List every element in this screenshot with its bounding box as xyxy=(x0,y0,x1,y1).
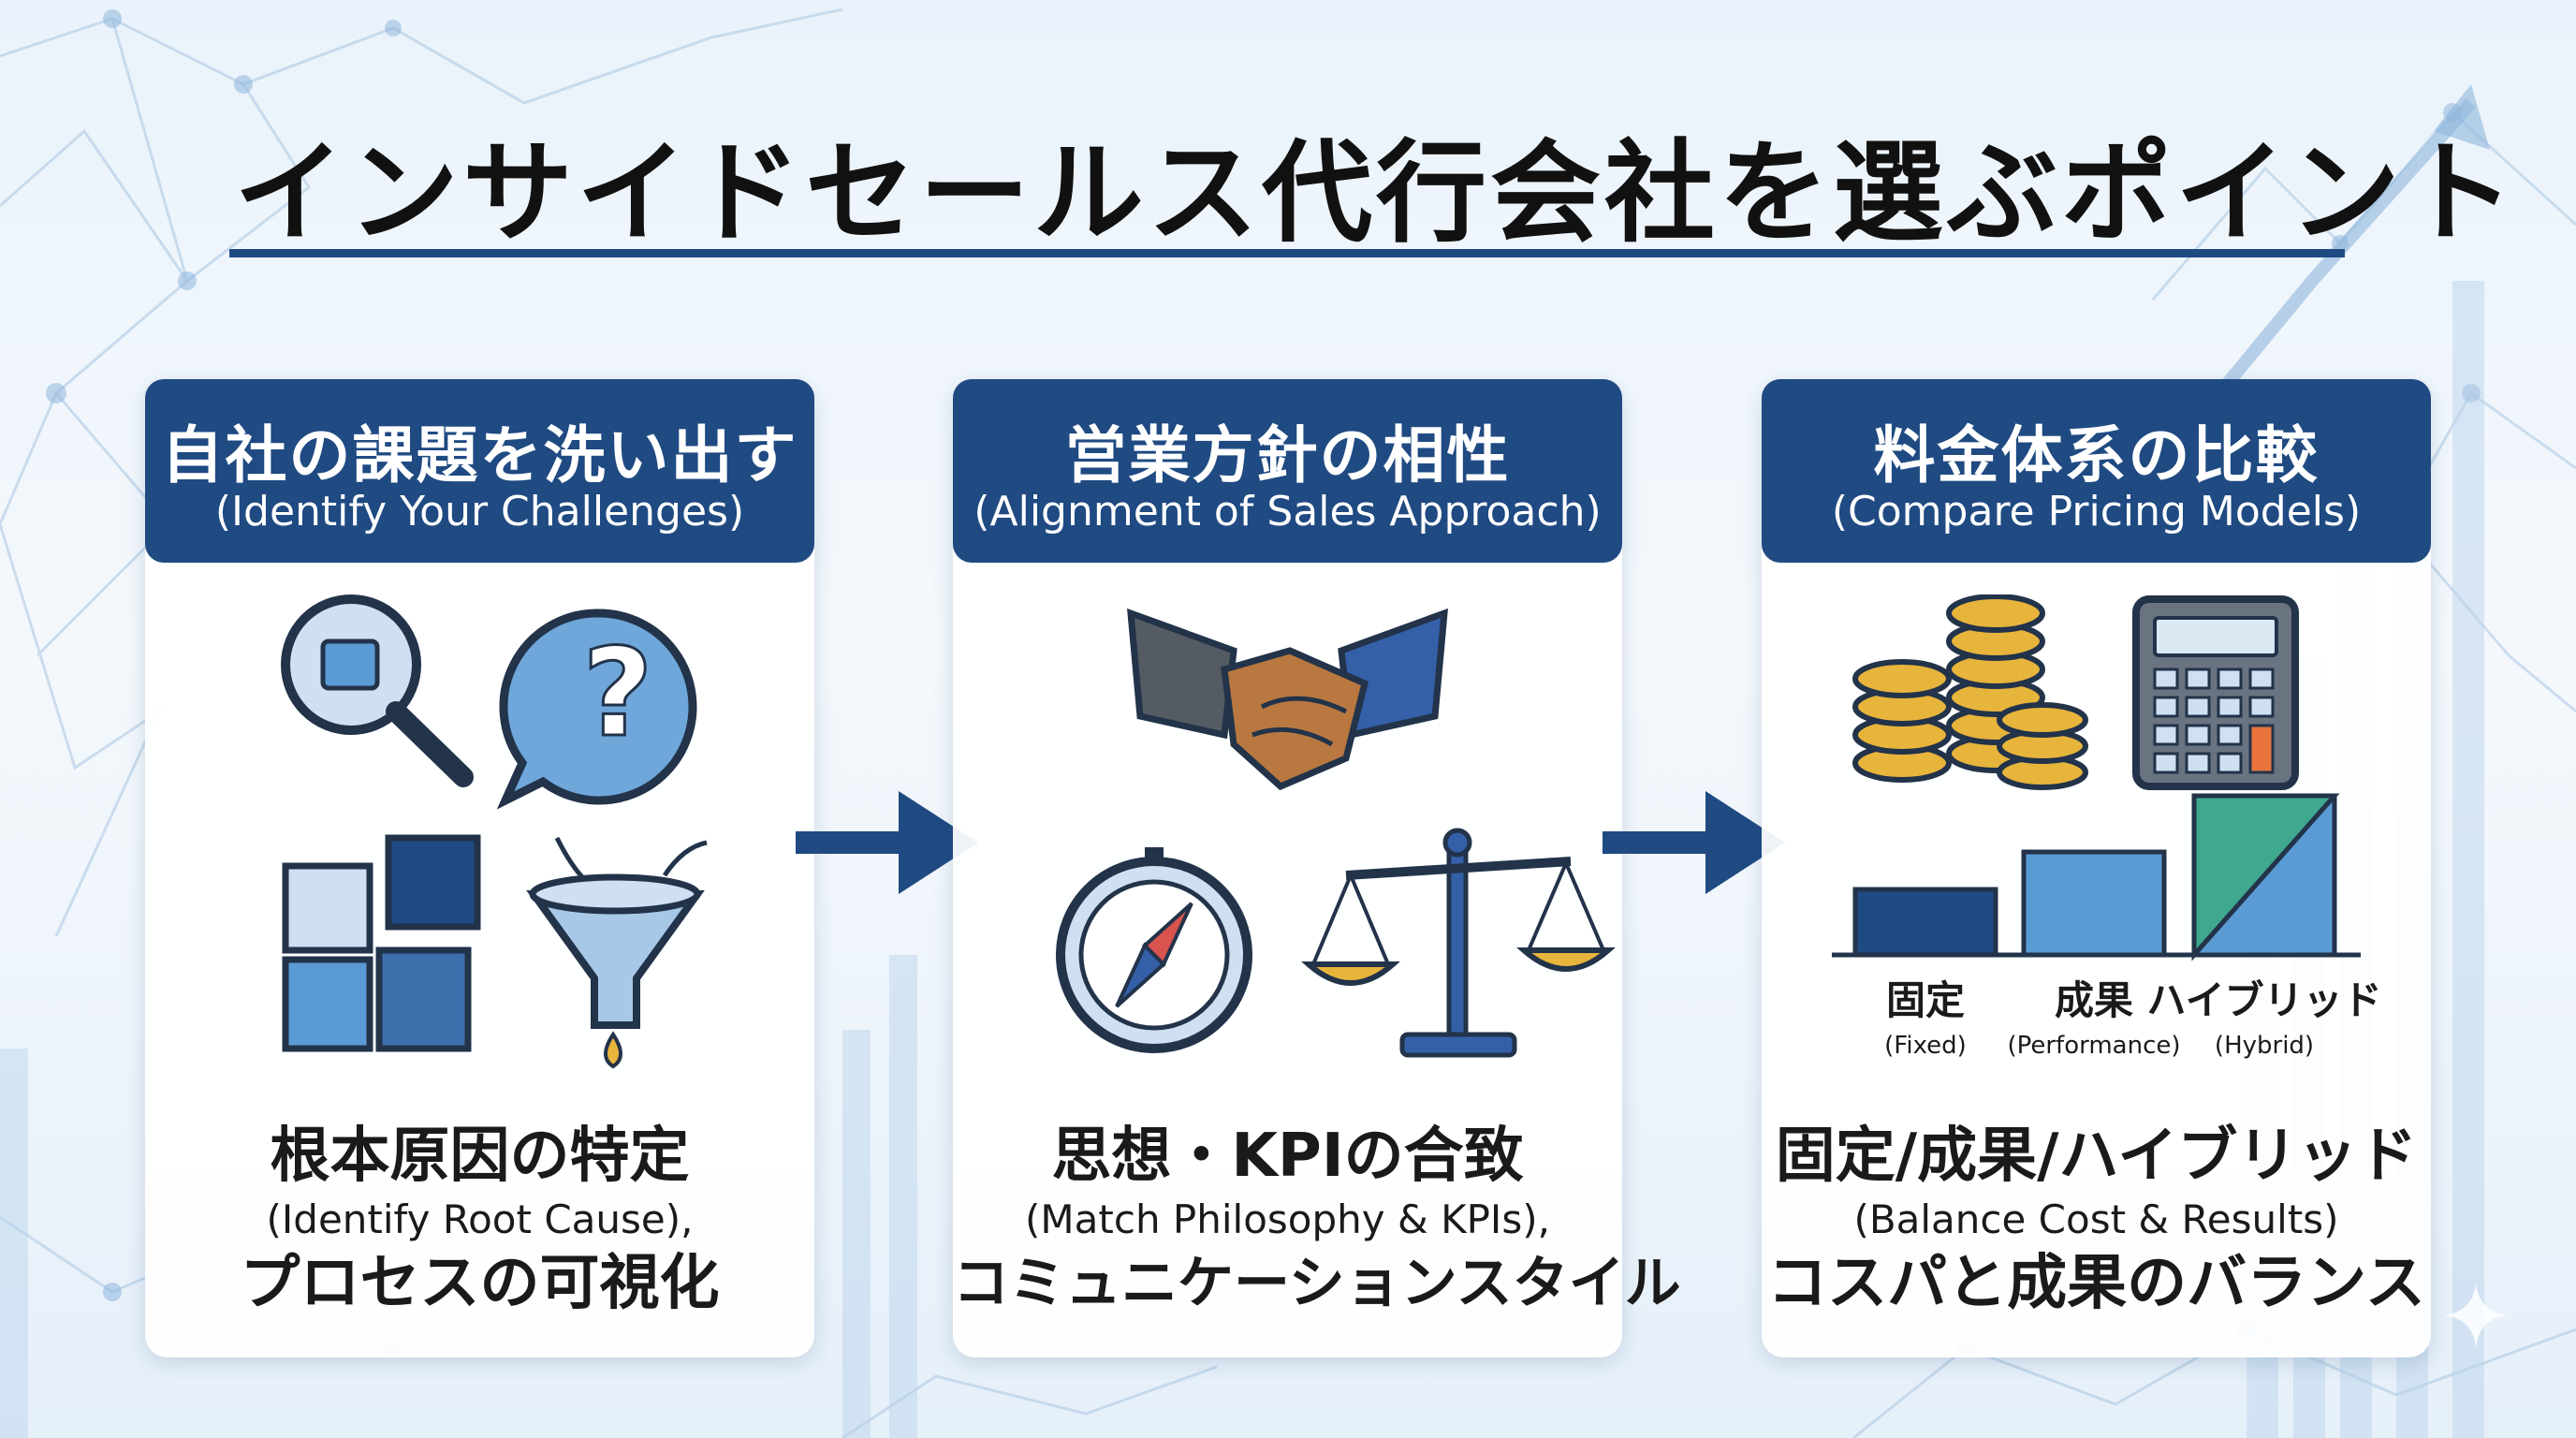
right-arrow-icon xyxy=(1603,791,1785,894)
bar-sub-fixed: (Fixed) xyxy=(1884,1032,1967,1060)
footer-sub: コミュニケーションスタイル xyxy=(953,1251,1681,1316)
footer-sub: プロセスの可視化 xyxy=(240,1249,720,1318)
card-icons xyxy=(1056,608,1616,1058)
footer-en: (Balance Cost & Results) xyxy=(1853,1196,2339,1242)
pricing-labels: 固定 成果 ハイブリッド (Fixed) (Performance) (Hybr… xyxy=(1884,977,2381,1060)
funnel-icon xyxy=(526,836,708,1069)
question-bubble-icon: ? xyxy=(496,609,697,810)
svg-text:?: ? xyxy=(582,622,652,764)
card-heading-en: (Compare Pricing Models) xyxy=(1831,488,2362,536)
card-heading: 料金体系の比較 xyxy=(1873,419,2320,492)
card-footer: 思想・KPIの合致 (Match Philosophy & KPIs), コミュ… xyxy=(953,1119,1681,1321)
bar-label-hybrid: ハイブリッド xyxy=(2146,977,2381,1023)
card-heading-en: (Identify Your Challenges) xyxy=(214,488,745,536)
card-footer: 根本原因の特定 (Identify Root Cause), プロセスの可視化 xyxy=(145,1119,814,1321)
footer-main: 思想・KPIの合致 xyxy=(1051,1122,1524,1191)
footer-main: 根本原因の特定 xyxy=(270,1122,690,1191)
card-footer: 固定/成果/ハイブリッド (Balance Cost & Results) コス… xyxy=(1762,1119,2431,1321)
footer-main: 固定/成果/ハイブリッド xyxy=(1775,1122,2418,1191)
magnifier-puzzle-icon xyxy=(281,594,474,787)
calculator-icon xyxy=(2132,595,2299,790)
pricing-bars xyxy=(1832,793,2361,961)
card-heading: 自社の課題を洗い出す xyxy=(161,419,798,492)
bar-label-fixed: 固定 xyxy=(1886,977,1965,1023)
balance-scale-icon xyxy=(1301,828,1616,1058)
title-underline xyxy=(229,249,2345,257)
card-heading: 営業方針の相性 xyxy=(1064,419,1511,492)
card-heading-en: (Alignment of Sales Approach) xyxy=(973,488,1602,536)
card-pricing-comparison: 料金体系の比較 (Compare Pricing Models) xyxy=(1762,379,2431,1357)
footer-en: (Identify Root Cause), xyxy=(266,1196,694,1242)
coins-icon xyxy=(1852,594,2088,790)
card-icons: ? xyxy=(281,594,708,1069)
card-header: 自社の課題を洗い出す (Identify Your Challenges) xyxy=(145,379,814,563)
card-sales-alignment: 営業方針の相性 (Alignment of Sales Approach) xyxy=(953,379,1681,1357)
footer-sub: コスパと成果のバランス xyxy=(1767,1249,2425,1318)
card-header: 料金体系の比較 (Compare Pricing Models) xyxy=(1762,379,2431,563)
sparkle-icon xyxy=(2443,1283,2509,1348)
card-icons: 固定 成果 ハイブリッド (Fixed) (Performance) (Hybr… xyxy=(1832,594,2382,1060)
puzzle-pieces-icon xyxy=(282,834,481,1052)
card-header: 営業方針の相性 (Alignment of Sales Approach) xyxy=(953,379,1622,563)
page-title: インサイドセールス代行会社を選ぶポイント xyxy=(234,128,2519,257)
bar-sub-hybrid: (Hybrid) xyxy=(2215,1032,2314,1060)
compass-icon xyxy=(1056,847,1252,1053)
bar-sub-performance: (Performance) xyxy=(2007,1032,2180,1060)
footer-en: (Match Philosophy & KPIs), xyxy=(1025,1196,1550,1242)
handshake-icon xyxy=(1127,608,1448,791)
bar-label-performance: 成果 xyxy=(2055,977,2133,1023)
card-identify-challenges: 自社の課題を洗い出す (Identify Your Challenges) ? … xyxy=(145,379,814,1357)
right-arrow-icon xyxy=(796,791,978,894)
